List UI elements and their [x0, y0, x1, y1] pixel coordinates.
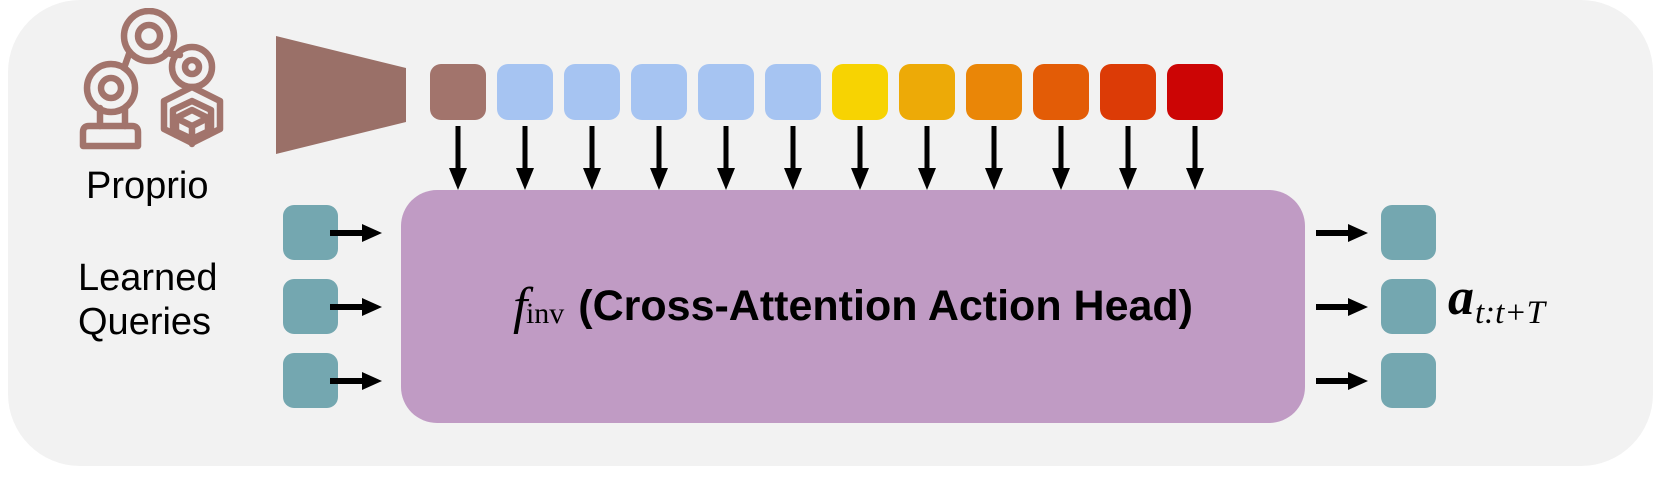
token-down-arrow-5	[717, 126, 735, 190]
token-down-arrow-4	[650, 126, 668, 190]
vision-token-1	[497, 64, 553, 120]
robot-arm-icon	[76, 7, 266, 160]
action-output-token-3	[1381, 353, 1436, 408]
action-output-arrow-1	[1316, 224, 1368, 242]
action-head-title: (Cross-Attention Action Head)	[578, 282, 1194, 330]
query-input-arrow-2	[330, 298, 382, 316]
action-symbol: a	[1448, 269, 1474, 326]
token-down-arrow-9	[985, 126, 1003, 190]
learned-query-token-1	[283, 205, 338, 260]
query-input-arrow-1	[330, 224, 382, 242]
vision-token-4	[698, 64, 754, 120]
learned-queries-line-1: Learned	[78, 257, 218, 299]
token-down-arrow-8	[918, 126, 936, 190]
warm-token-6	[1167, 64, 1223, 120]
query-input-arrow-3	[330, 372, 382, 390]
learned-queries-line-2: Queries	[78, 301, 212, 343]
token-down-arrow-2	[516, 126, 534, 190]
proprio-label: Proprio	[86, 165, 209, 207]
token-down-arrow-7	[851, 126, 869, 190]
warm-token-2	[899, 64, 955, 120]
token-down-arrow-10	[1052, 126, 1070, 190]
vision-token-3	[631, 64, 687, 120]
function-subscript: inv	[525, 296, 565, 330]
vision-token-5	[765, 64, 821, 120]
token-down-arrow-6	[784, 126, 802, 190]
action-subscript: t:t+T	[1475, 295, 1545, 331]
encoder-trapezoid-icon	[274, 34, 408, 156]
learned-queries-label: Learned Queries	[78, 256, 217, 344]
warm-token-4	[1033, 64, 1089, 120]
learned-query-token-3	[283, 353, 338, 408]
proprio-token	[430, 64, 486, 120]
warm-token-1	[832, 64, 888, 120]
warm-token-5	[1100, 64, 1156, 120]
action-output-label: at:t+T	[1448, 268, 1545, 331]
vision-token-2	[564, 64, 620, 120]
action-output-token-2	[1381, 279, 1436, 334]
learned-query-token-2	[283, 279, 338, 334]
warm-token-3	[966, 64, 1022, 120]
action-output-arrow-2	[1316, 298, 1368, 316]
token-down-arrow-12	[1186, 126, 1204, 190]
function-symbol: f	[512, 278, 528, 335]
token-down-arrow-3	[583, 126, 601, 190]
token-down-arrow-11	[1119, 126, 1137, 190]
action-output-arrow-3	[1316, 372, 1368, 390]
token-down-arrow-1	[449, 126, 467, 190]
action-output-token-1	[1381, 205, 1436, 260]
